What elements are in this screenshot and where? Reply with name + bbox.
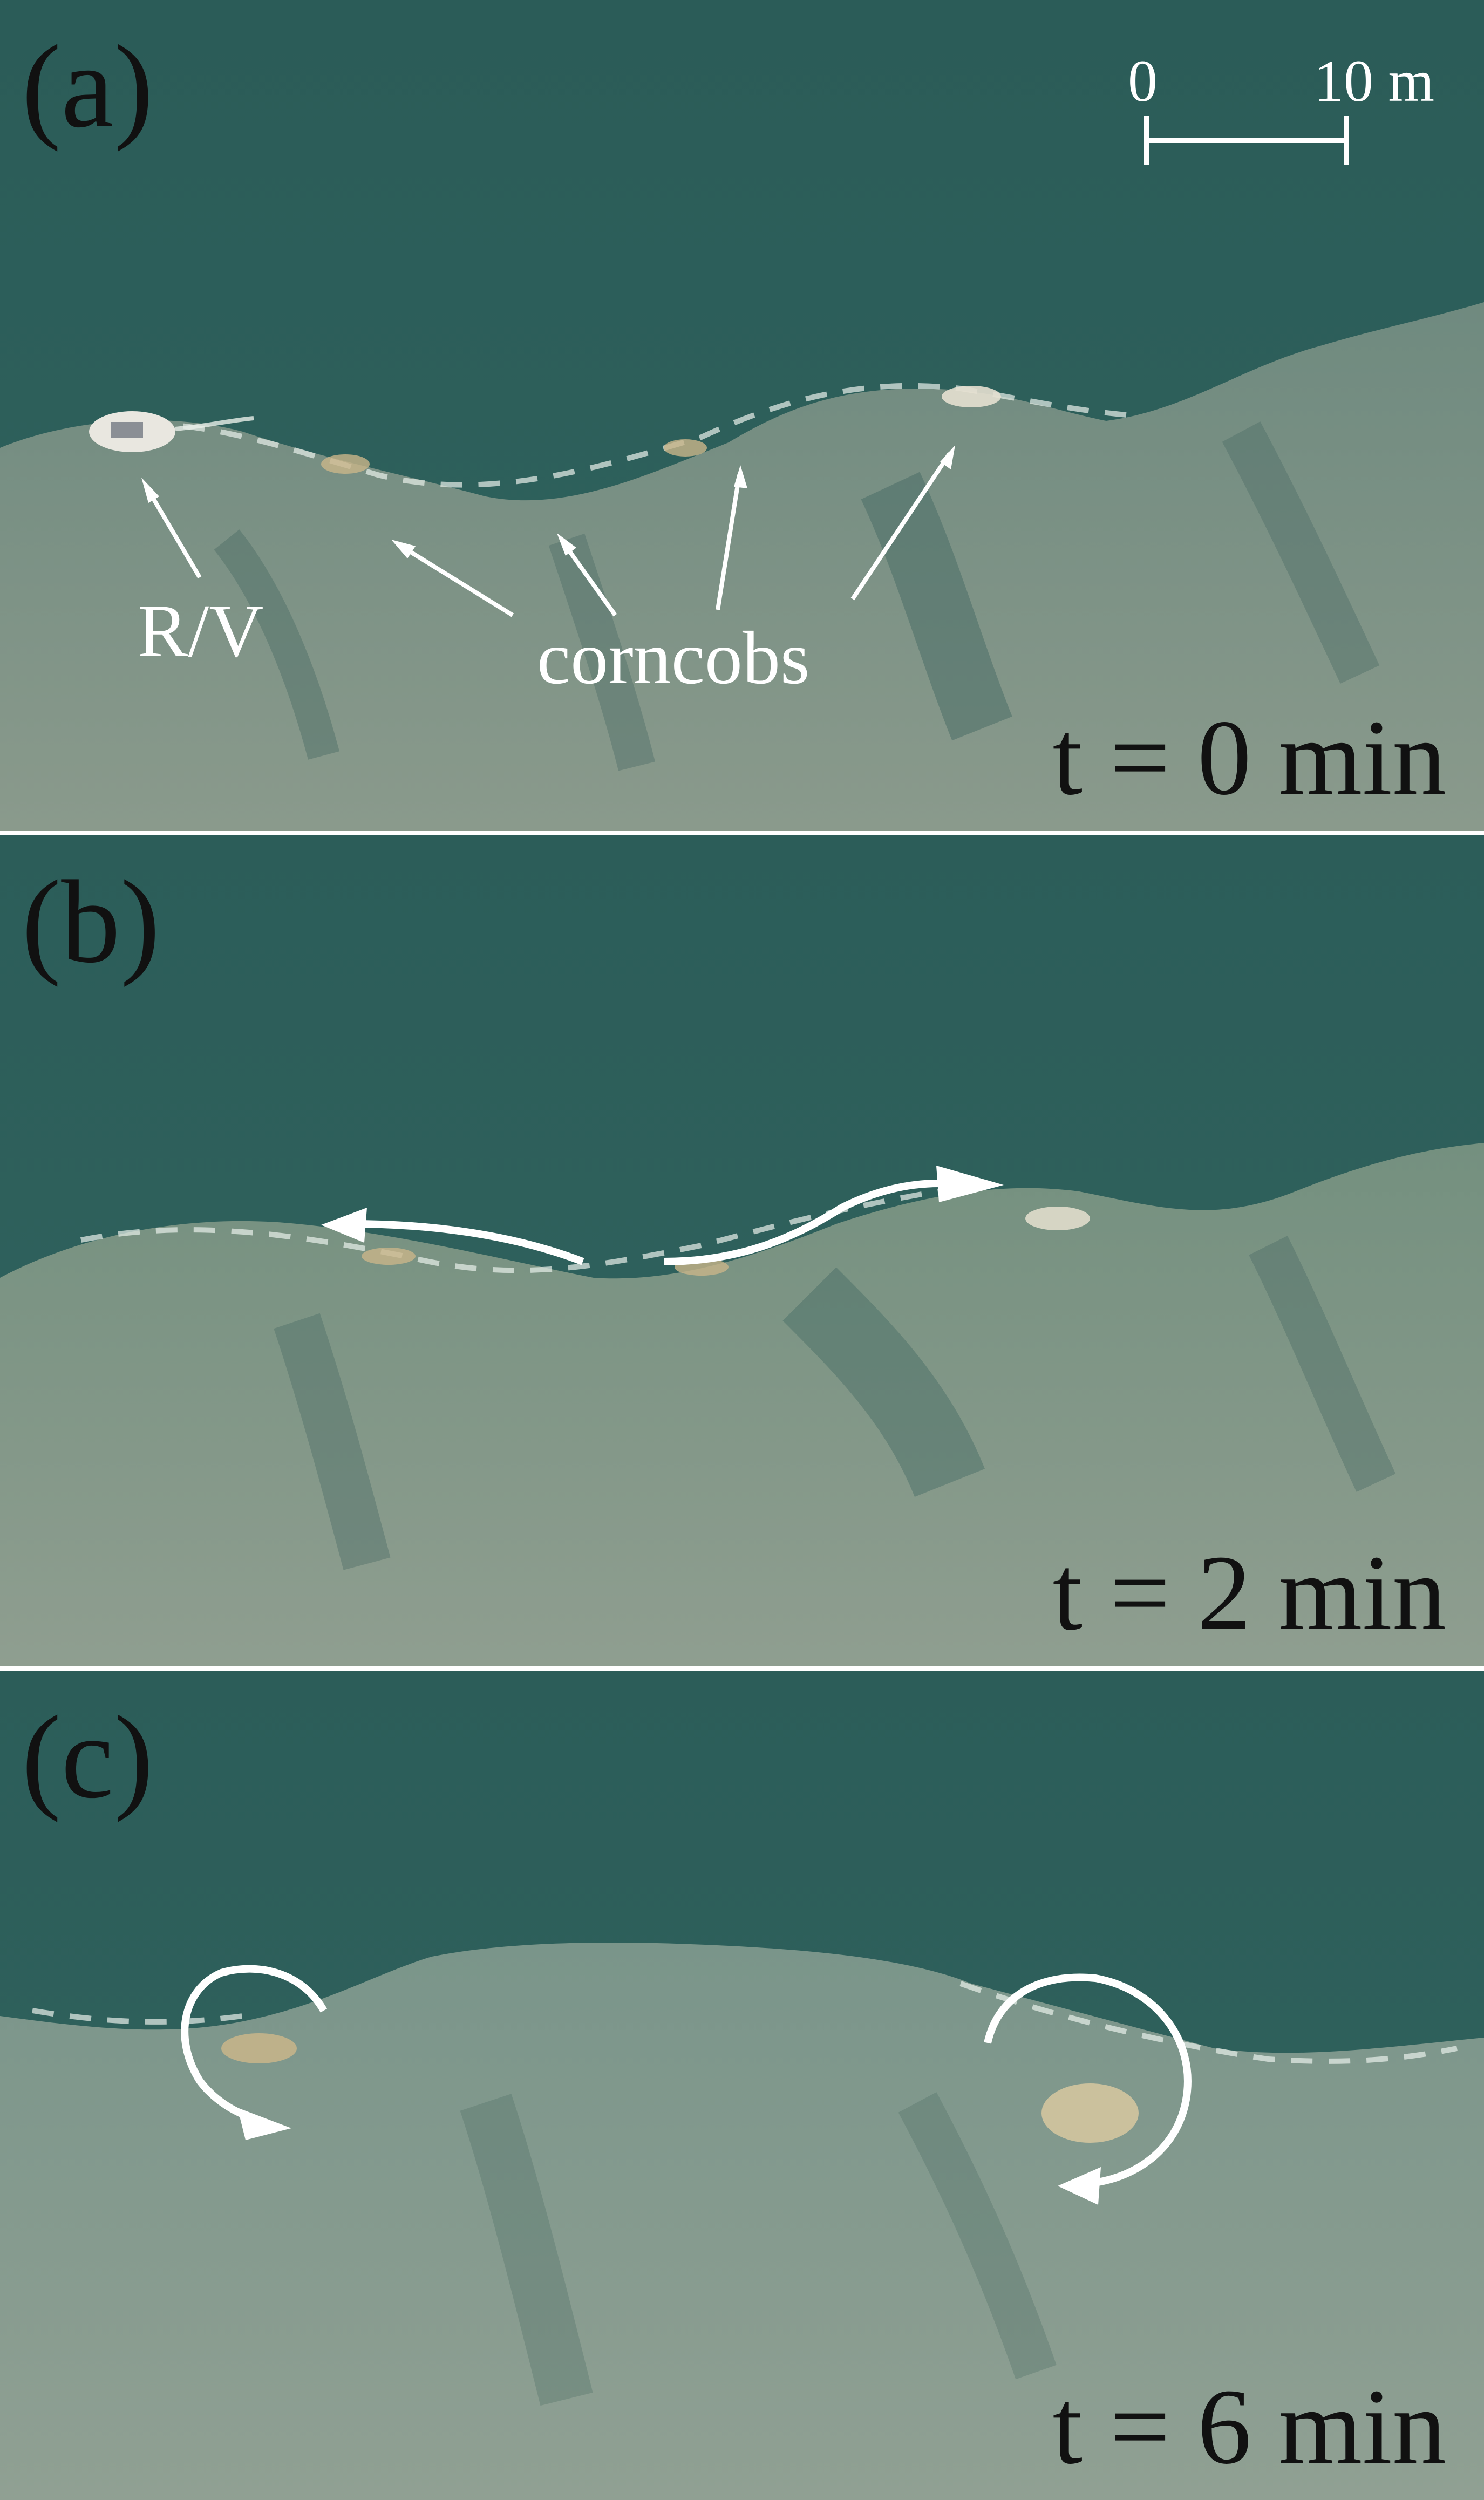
vessel-label: R/V: [138, 589, 264, 673]
time-label: t = 0 min: [1052, 698, 1447, 818]
panel-a: (a) t = 0 min R/V corncobs 0 10 m: [0, 0, 1484, 831]
aerial-photo-b: [0, 835, 1484, 1666]
annotation-arrows-a: [141, 445, 955, 617]
aerial-photo-a: [0, 0, 1484, 831]
time-label: t = 2 min: [1052, 1534, 1447, 1653]
eddy-arrow-head-left: [237, 2108, 291, 2140]
divergence-arrows: [321, 1166, 1004, 1265]
time-label: t = 6 min: [1052, 2367, 1447, 2487]
scale-bar: [1144, 116, 1349, 165]
eddy-arrow-head-right: [1058, 2167, 1101, 2205]
turbid-plume-a: [0, 302, 1484, 831]
panel-label: (b): [22, 856, 160, 987]
scale-start-label: 0: [1128, 48, 1158, 114]
panel-label: (c): [22, 1691, 154, 1823]
panel-c: (c) t = 6 min: [0, 1671, 1484, 2500]
aerial-photo-c: [0, 1671, 1484, 2500]
panel-b: (b) t = 2 min: [0, 835, 1484, 1666]
corncobs-label: corncobs: [537, 616, 810, 700]
eddy-arrows: [181, 1965, 1192, 2205]
arrow-head-left: [321, 1208, 367, 1243]
arrow-head-right: [936, 1166, 1004, 1202]
scale-end-label: 10 m: [1314, 48, 1435, 114]
turbid-plume-c: [0, 1943, 1484, 2500]
research-vessel: [89, 411, 254, 452]
panel-label: (a): [22, 21, 154, 152]
turbid-plume-b: [0, 1143, 1484, 1666]
